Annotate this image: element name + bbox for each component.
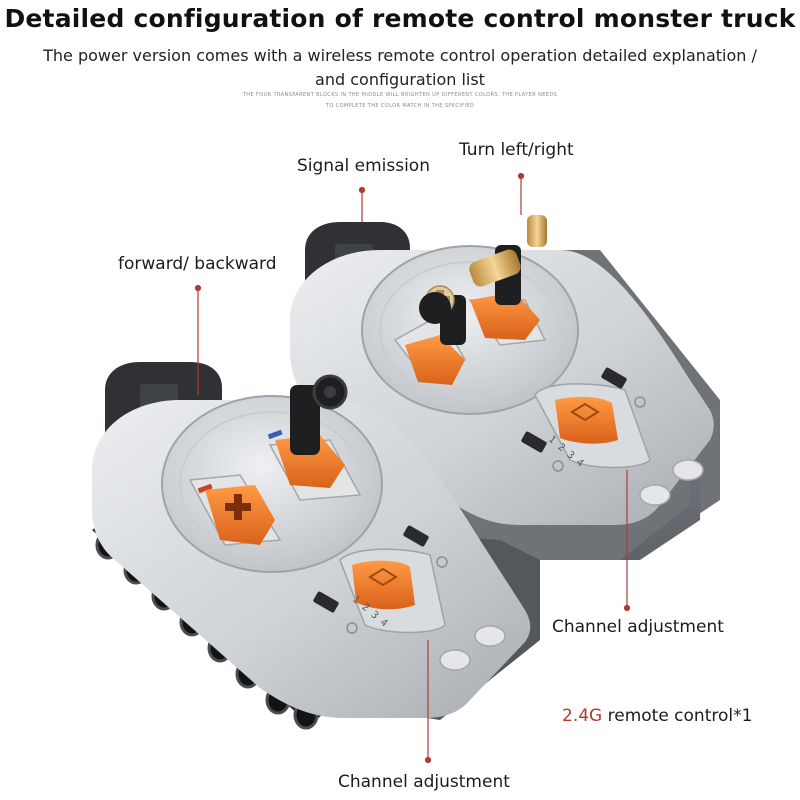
channel-selector-icon xyxy=(534,383,651,469)
label-forward-backward: forward/ backward xyxy=(118,254,277,274)
page-title: Detailed configuration of remote control… xyxy=(4,4,796,33)
page-subtitle: The power version comes with a wireless … xyxy=(40,44,760,92)
remote-quantity: remote control*1 xyxy=(602,706,753,726)
callout-leaders xyxy=(194,172,631,764)
subtitle-line-1: The power version comes with a wireless … xyxy=(43,46,757,65)
fine-print-line-2: TO COMPLETE THE COLOR MATCH IN THE SPECI… xyxy=(325,103,475,109)
subtitle-line-2: and configuration list xyxy=(315,70,485,89)
pivot-connector-icon xyxy=(290,374,348,455)
front-remote: 1 2 3 4 xyxy=(92,362,540,730)
channel-selector-icon xyxy=(339,548,446,634)
label-remote-count: 2.4G remote control*1 xyxy=(562,706,752,726)
label-channel-adjustment-right: Channel adjustment xyxy=(552,617,724,637)
label-channel-adjustment-bottom: Channel adjustment xyxy=(338,772,510,792)
label-signal-emission: Signal emission xyxy=(297,156,430,176)
cross-axle-icon xyxy=(225,494,251,520)
fine-print-line-1: THE FOUR TRANSPARENT BLOCKS IN THE MIDDL… xyxy=(242,92,558,98)
remote-frequency: 2.4G xyxy=(562,706,603,726)
label-turn-left-right: Turn left/right xyxy=(459,140,574,160)
